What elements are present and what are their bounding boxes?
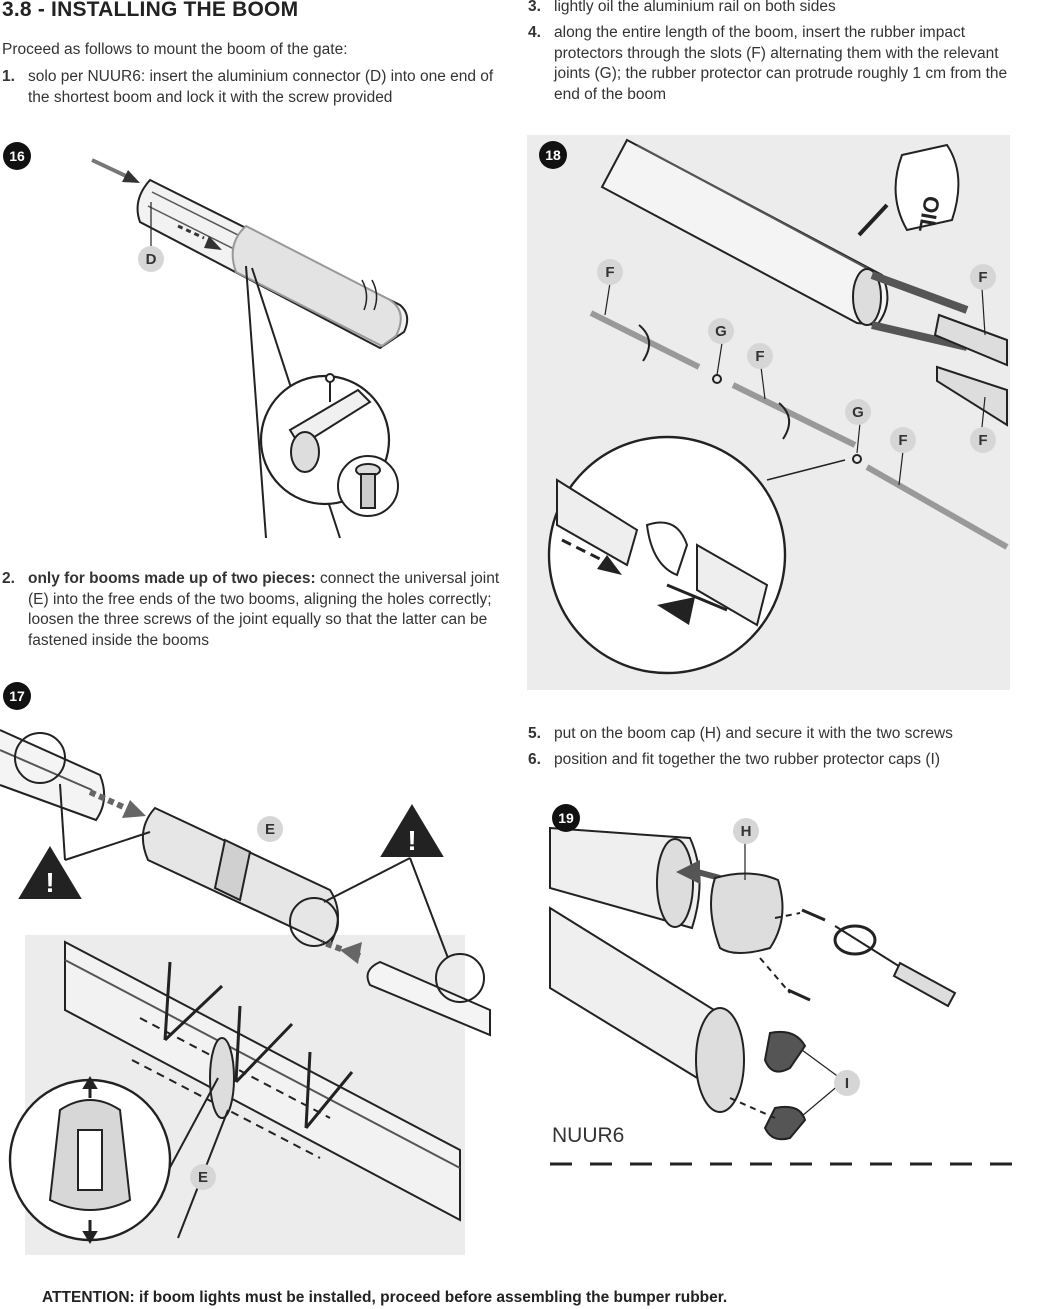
label-f: F	[597, 259, 623, 285]
label-f: F	[747, 343, 773, 369]
step-number: 6.	[528, 751, 541, 768]
figure-18: OIL 18 F G F G F F F	[527, 135, 1010, 690]
figure-19: 19 H I	[549, 798, 1020, 1170]
figure-19-drawing	[549, 826, 957, 1141]
step-text: put on the boom cap (H) and secure it wi…	[554, 725, 953, 742]
label-h: H	[733, 818, 759, 844]
figure-badge: 19	[552, 804, 580, 832]
step-text: position and fit together the two rubber…	[554, 751, 940, 768]
label-d: D	[138, 246, 164, 272]
figure-badge: 18	[539, 141, 567, 169]
step-5: 5. put on the boom cap (H) and secure it…	[528, 724, 1033, 746]
label-e: E	[190, 1164, 216, 1190]
step-text: only for booms made up of two pieces: co…	[28, 569, 507, 651]
step-text: along the entire length of the boom, ins…	[554, 24, 1008, 103]
step-1: 1. solo per NUUR6: insert the aluminium …	[2, 67, 507, 109]
step-2: 2. only for booms made up of two pieces:…	[2, 569, 507, 653]
label-g: G	[708, 318, 734, 344]
figure-18-drawing: OIL	[527, 135, 1010, 690]
figure-17-drawing: ! !	[0, 729, 491, 1255]
step-text: lightly oil the aluminium rail on both s…	[554, 0, 836, 15]
figure-16: 16	[0, 140, 520, 540]
step-rest: connect the universal joint (E) into the…	[28, 570, 500, 649]
label-f: F	[890, 427, 916, 453]
step-6: 6. position and fit together the two rub…	[528, 750, 1033, 772]
step-4: 4. along the entire length of the boom, …	[528, 23, 1033, 107]
step-number: 2.	[2, 570, 15, 587]
model-label: NUUR6	[552, 1124, 625, 1147]
figure-badge: 16	[3, 142, 31, 170]
intro-text: Proceed as follows to mount the boom of …	[2, 41, 348, 58]
section-title: 3.8 - INSTALLING THE BOOM	[2, 0, 299, 21]
step-number: 3.	[528, 0, 541, 15]
label-e: E	[257, 816, 283, 842]
warning-icon: !	[45, 867, 54, 898]
warning-icon: !	[407, 825, 416, 856]
step-number: 1.	[2, 68, 15, 85]
dashed-separator	[550, 1162, 1012, 1166]
step-number: 5.	[528, 725, 541, 742]
label-f: F	[970, 264, 996, 290]
label-g: G	[845, 399, 871, 425]
label-f: F	[970, 427, 996, 453]
figure-badge: 17	[3, 682, 31, 710]
figure-16-drawing	[91, 158, 409, 539]
step-text: solo per NUUR6: insert the aluminium con…	[28, 68, 494, 106]
step-number: 4.	[528, 24, 541, 41]
step-3: 3. lightly oil the aluminium rail on bot…	[528, 0, 1033, 19]
attention-note: ATTENTION: if boom lights must be instal…	[42, 1289, 728, 1306]
label-i: I	[834, 1070, 860, 1096]
step-bold-lead: only for booms made up of two pieces:	[28, 570, 316, 587]
figure-17: ! ! 17 E E	[0, 680, 520, 1260]
